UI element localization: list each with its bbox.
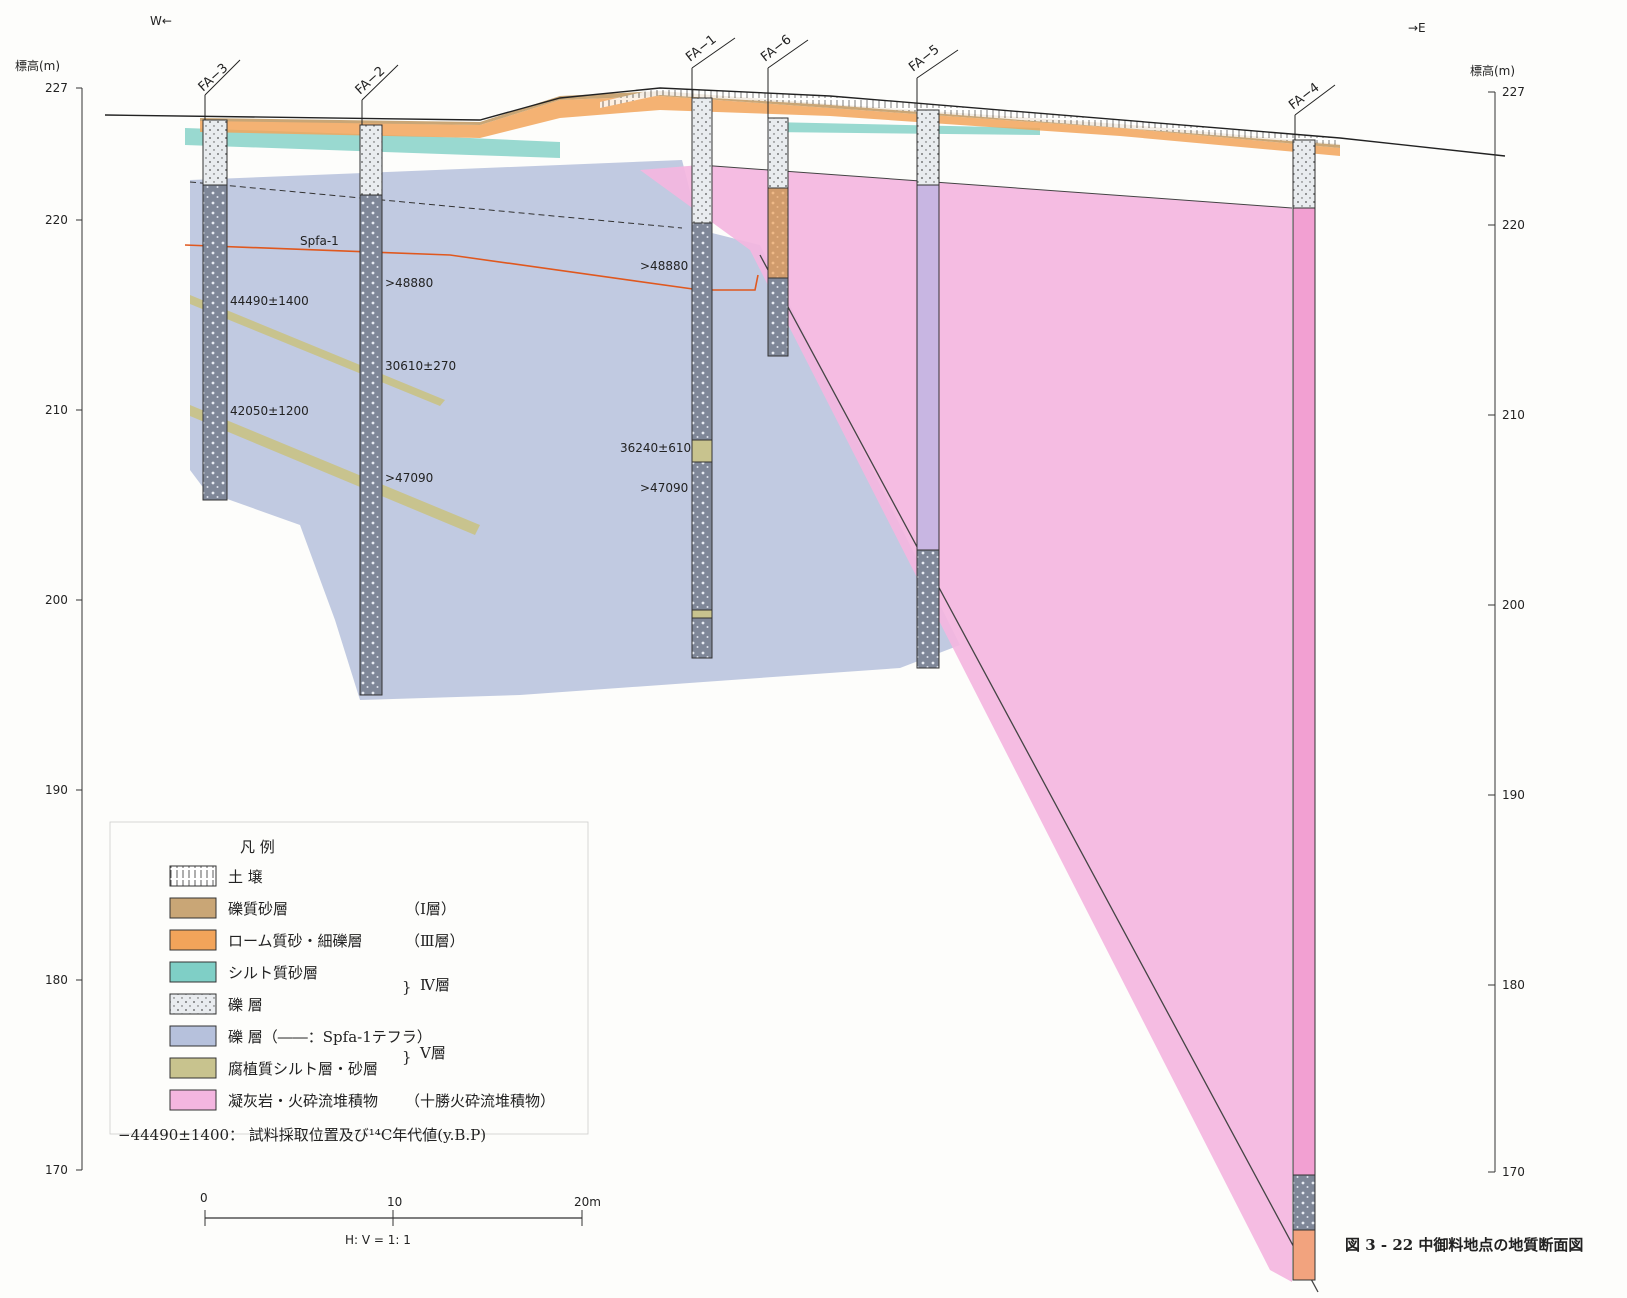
- right-elevation-axis: 227 220 210 200 190 180 170: [1488, 85, 1525, 1179]
- legend-unit: （Ⅲ層）: [405, 932, 464, 950]
- age-label: 30610±270: [385, 359, 456, 373]
- legend-swatch-loam: [169, 929, 217, 951]
- legend-label: 腐植質シルト層・砂層: [228, 1060, 378, 1078]
- right-axis-label: 標高(m): [1470, 63, 1515, 78]
- silt-sand-layer-east: [770, 122, 1040, 135]
- legend: 凡 例 土 壌 礫質砂層 （Ⅰ層） ローム質砂・細礫層 （Ⅲ層） シルト質砂層 …: [109, 821, 589, 1144]
- left-axis-label: 標高(m): [15, 58, 60, 73]
- tick-label: 210: [45, 403, 68, 417]
- tick-label: 170: [1502, 1165, 1525, 1179]
- borehole-fa-6: FA−6: [758, 32, 809, 357]
- legend-unit: （Ⅰ層）: [405, 900, 456, 918]
- borehole-fa-1: FA−1: [683, 32, 736, 659]
- tick-label: 200: [45, 593, 68, 607]
- loam-layer: [200, 96, 1340, 156]
- tick-label: 180: [1502, 978, 1525, 992]
- legend-unit: （十勝火砕流堆積物）: [405, 1092, 555, 1110]
- borehole-fa-5: FA−5: [906, 42, 959, 669]
- borehole-label: FA−3: [196, 61, 232, 95]
- direction-east: →E: [1408, 21, 1426, 35]
- legend-sample-note: −44490±1400： 試料採取位置及び¹⁴C年代値(y.B.P): [118, 1126, 486, 1144]
- tick-label: 220: [45, 213, 68, 227]
- legend-title: 凡 例: [240, 838, 275, 856]
- scale-tick: 0: [200, 1191, 208, 1205]
- tick-label: 180: [45, 973, 68, 987]
- legend-label: 凝灰岩・火砕流堆積物: [228, 1092, 378, 1110]
- legend-label: 礫 層: [228, 996, 263, 1014]
- tuff-pyroclastic-layer: [640, 165, 1292, 1282]
- direction-west: W←: [150, 14, 172, 28]
- scale-bar: 0 10 20m H: V = 1: 1: [200, 1191, 601, 1247]
- legend-label: ローム質砂・細礫層: [228, 932, 363, 950]
- gravel-top-dashed-line: [189, 181, 683, 229]
- legend-label: 礫 層（――：Spfa-1テフラ）: [228, 1028, 432, 1046]
- legend-swatch-gravel-v: [169, 1025, 217, 1047]
- scale-tick: 20m: [574, 1195, 601, 1209]
- legend-swatch-humic-silt: [169, 1057, 217, 1079]
- tick-label: 190: [1502, 788, 1525, 802]
- legend-swatch-gravel-iv: [169, 993, 217, 1015]
- legend-brace-v: }: [402, 1048, 412, 1066]
- tick-label: 190: [45, 783, 68, 797]
- borehole-label: FA−5: [906, 42, 942, 75]
- tephra-label: Spfa-1: [300, 234, 339, 248]
- tick-label: 227: [1502, 85, 1525, 99]
- scale-tick: 10: [387, 1195, 402, 1209]
- borehole-label: FA−2: [353, 64, 389, 98]
- legend-label: シルト質砂層: [228, 964, 318, 982]
- borehole-fa-4: FA−4: [1286, 80, 1336, 1281]
- tick-label: 227: [45, 81, 68, 95]
- legend-label: 土 壌: [228, 868, 263, 886]
- humic-silt-band-2: [190, 405, 480, 535]
- age-label: >47090: [640, 481, 688, 495]
- age-label: 36240±610: [620, 441, 691, 455]
- legend-swatch-tuff: [169, 1089, 217, 1111]
- gravelly-sand-layer: [200, 91, 1340, 148]
- scale-ratio: H: V = 1: 1: [345, 1233, 411, 1247]
- legend-swatch-silt-sand: [169, 961, 217, 983]
- soil-layer: [600, 88, 1340, 145]
- tick-label: 220: [1502, 218, 1525, 232]
- legend-swatch-soil: [169, 865, 217, 887]
- age-label: >48880: [385, 276, 433, 290]
- age-label: >47090: [385, 471, 433, 485]
- figure-caption: 図 3 - 22 中御料地点の地質断面図: [1345, 1236, 1583, 1254]
- tick-label: 200: [1502, 598, 1525, 612]
- legend-label: 礫質砂層: [228, 900, 288, 918]
- legend-brace-iv: }: [402, 978, 412, 996]
- borehole-fa-3: FA−3: [196, 59, 241, 501]
- left-elevation-axis: 227 220 210 200 190 180 170: [45, 81, 83, 1177]
- tuff-top-line: [699, 164, 1293, 209]
- tick-label: 170: [45, 1163, 68, 1177]
- borehole-label: FA−1: [683, 32, 719, 65]
- tick-label: 210: [1502, 408, 1525, 422]
- age-label: 44490±1400: [230, 294, 309, 308]
- borehole-label: FA−6: [758, 32, 794, 65]
- borehole-fa-2: FA−2: [353, 64, 399, 696]
- age-label: >48880: [640, 259, 688, 273]
- legend-swatch-gravelly-sand: [169, 897, 217, 919]
- tuff-boundary-line: [759, 254, 1319, 1293]
- legend-group-v: Ⅴ層: [419, 1044, 446, 1062]
- legend-group-iv: Ⅳ層: [420, 976, 450, 994]
- age-label: 42050±1200: [230, 404, 309, 418]
- ground-surface: [104, 87, 1506, 157]
